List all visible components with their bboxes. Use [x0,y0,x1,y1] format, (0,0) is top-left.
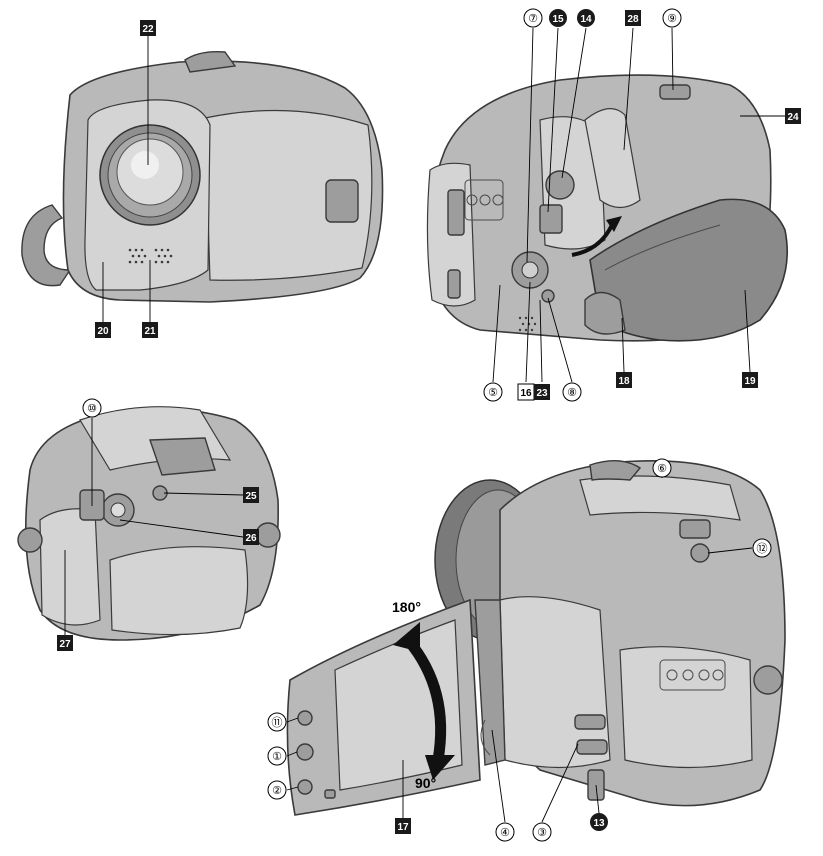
label-11: ⑪ [267,712,287,732]
svg-text:24: 24 [787,112,799,123]
svg-text:28: 28 [627,14,639,25]
svg-text:14: 14 [580,14,592,25]
svg-text:②: ② [272,785,282,797]
label-24: 24 [785,108,801,124]
label-25: 25 [243,487,259,503]
svg-text:⑫: ⑫ [757,542,768,555]
label-23: 23 [534,384,550,400]
svg-text:23: 23 [536,388,548,399]
svg-text:⑦: ⑦ [528,13,538,25]
svg-text:①: ① [272,751,282,763]
svg-text:⑥: ⑥ [657,463,667,475]
label-8: ⑧ [562,382,582,402]
label-28: 28 [625,10,641,26]
label-12: ⑫ [752,538,772,558]
label-1: ① [267,746,287,766]
bottom-view [17,406,281,641]
label-26: 26 [243,529,259,545]
label-17: 17 [395,818,411,834]
svg-text:18: 18 [618,376,630,387]
label-13: 13 [590,813,608,831]
label-21: 21 [142,322,158,338]
label-9: ⑨ [662,8,682,28]
svg-text:13: 13 [593,818,605,829]
lcd-open-view [286,460,786,823]
svg-text:21: 21 [144,326,156,337]
label-18: 18 [616,372,632,388]
svg-text:③: ③ [537,827,547,839]
angle-90-label: 90° [415,775,436,791]
svg-text:17: 17 [397,822,409,833]
label-22: 22 [140,20,156,36]
svg-text:19: 19 [744,376,756,387]
svg-text:④: ④ [500,827,510,839]
svg-text:22: 22 [142,24,154,35]
svg-text:⑧: ⑧ [567,387,577,399]
label-27: 27 [57,635,73,651]
svg-text:25: 25 [245,491,257,502]
label-7: ⑦ [523,8,543,28]
label-19: 19 [742,372,758,388]
svg-text:26: 26 [245,533,257,544]
label-6: ⑥ [652,458,672,478]
label-2: ② [267,780,287,800]
rear-view [426,27,788,383]
label-15: 15 [549,9,567,27]
svg-text:16: 16 [520,388,532,399]
label-20: 20 [95,322,111,338]
svg-text:⑪: ⑪ [272,716,283,729]
svg-text:⑨: ⑨ [667,13,677,25]
angle-180-label: 180° [392,599,421,615]
label-10: ⑩ [82,398,102,418]
svg-text:27: 27 [59,639,71,650]
svg-text:15: 15 [552,14,564,25]
svg-text:⑤: ⑤ [488,387,498,399]
front-view [21,35,384,322]
svg-text:⑩: ⑩ [87,403,97,415]
svg-text:20: 20 [97,326,109,337]
label-3: ③ [532,822,552,842]
label-4: ④ [495,822,515,842]
label-16: 16 [517,383,535,401]
label-14: 14 [577,9,595,27]
label-5: ⑤ [483,382,503,402]
